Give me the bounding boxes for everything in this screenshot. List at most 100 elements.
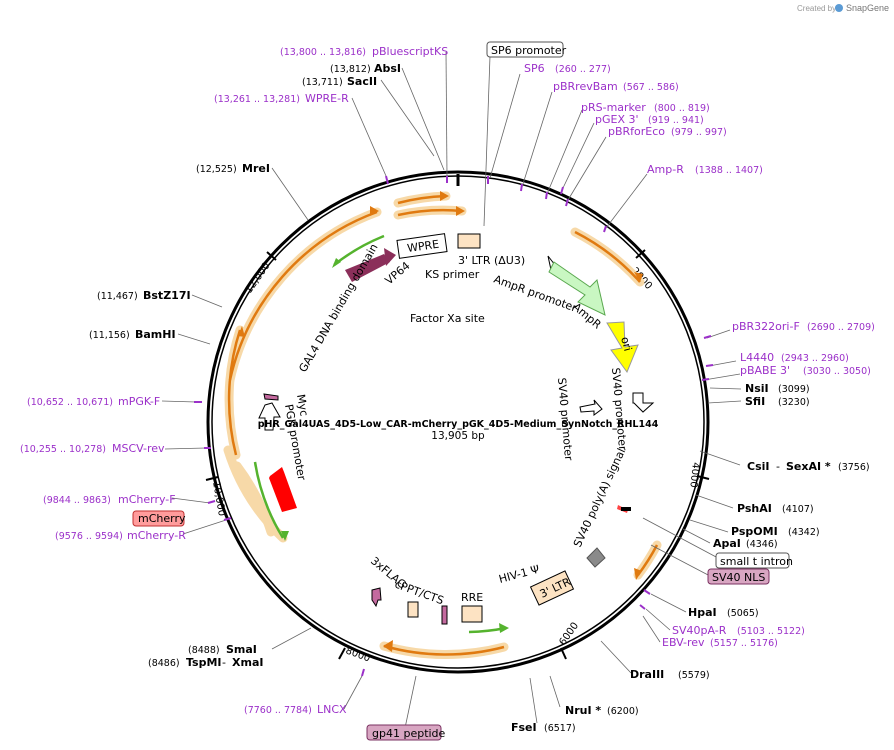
label-apai: ApaI [713, 537, 741, 550]
sv40-promoter-arrow-1 [632, 392, 655, 413]
cppt-box [407, 601, 419, 618]
label-l4440: L4440 [740, 351, 774, 364]
svg-text:-: - [776, 460, 780, 473]
rre-box [461, 605, 483, 623]
feature-sv40-promoter-1: SV40 promoter [609, 367, 629, 451]
label-gp41: gp41 peptide [372, 727, 446, 740]
label-range-lncx: (7760 .. 7784) [244, 705, 312, 716]
label-coord-sfii: (3230) [778, 397, 810, 408]
label-mrei: MreI [242, 162, 270, 175]
label-ebv-rev: EBV-rev [662, 636, 705, 649]
feature-factor-xa: Factor Xa site [410, 312, 485, 325]
label-range-pbrrevbam: (567 .. 586) [623, 82, 679, 93]
label-csii: CsiI [747, 460, 769, 473]
pgk-promoter-arrow [258, 402, 281, 431]
label-lncx: LNCX [317, 703, 347, 716]
label-bstz17i: BstZ17I [143, 289, 191, 302]
label-range-pgex3: (919 .. 941) [648, 115, 704, 126]
label-coord-smai: (8488) [188, 645, 220, 656]
label-pshai: PshAI [737, 502, 772, 515]
label-sv40pa-r: SV40pA-R [672, 624, 727, 637]
gp41-box [366, 724, 442, 741]
label-range-amp-r: (1388 .. 1407) [695, 165, 763, 176]
plasmid-length: 13,905 bp [431, 430, 485, 442]
feature-sv40-polya: SV40 poly(A) signal [571, 446, 628, 549]
label-range-prs-marker: (800 .. 819) [654, 103, 710, 114]
label-sp6-promoter: SP6 promoter [491, 44, 567, 57]
myc-marker [263, 393, 279, 401]
label-range-wpre-r: (13,261 .. 13,281) [214, 94, 300, 105]
label-coord-bstz17i: (11,467) [97, 291, 138, 302]
label-sfii: SfiI [745, 395, 765, 408]
arrowheads [238, 191, 643, 652]
label-sexai: SexAI * [786, 460, 831, 473]
mcherry-box [132, 510, 185, 527]
leader-lines-left [161, 51, 448, 729]
label-absi: AbsI [374, 62, 401, 75]
feature-3xflag: 3xFLAG [368, 554, 409, 591]
label-coord-tspmi: (8486) [148, 658, 180, 669]
leader-lines-right [483, 55, 742, 724]
label-range-ebv-rev: (5157 .. 5176) [710, 638, 778, 649]
label-coord-nsii: (3099) [778, 384, 810, 395]
sv40-promoter-arrow-2 [579, 399, 603, 416]
label-pbabe3: pBABE 3' [740, 364, 790, 377]
label-mpgk-f: mPGK-F [118, 395, 160, 408]
label-sacii: SacII [347, 75, 377, 88]
feature-ori: ori [618, 335, 634, 352]
label-coord-bamhi: (11,156) [89, 330, 130, 341]
label-range-pbrforeco: (979 .. 997) [671, 127, 727, 138]
label-bamhi: BamHI [135, 328, 176, 341]
small-t-intron-marker [621, 507, 631, 511]
plasmid-name: pHR_Gal4UAS_4D5-Low_CAR-mCherry_pGK_4D5-… [258, 419, 659, 430]
ltr-box [457, 233, 481, 249]
primer-marks [194, 175, 714, 677]
label-mscv-rev: MSCV-rev [112, 442, 165, 455]
tick-label-10000: 10,000 [210, 481, 227, 517]
label-coord-hpai: (5065) [727, 608, 759, 619]
backbone-outer [206, 170, 710, 674]
vp64-arrow [384, 248, 396, 266]
label-range-mcherry-f: (9844 .. 9863) [43, 495, 111, 506]
label-coord-nrui: (6200) [607, 706, 639, 717]
sp6-promoter-box [486, 41, 564, 58]
feature-3ltr-du3: 3' LTR (ΔU3) [458, 254, 525, 267]
brand-text: SnapGene [846, 3, 889, 13]
sv40-nls-box [707, 568, 770, 585]
snapgene-logo: SnapGene [835, 3, 889, 13]
feature-rre: RRE [461, 591, 483, 604]
label-mcherry-r: mCherry-R [127, 529, 186, 542]
3xflag-marker [371, 587, 382, 608]
label-mcherry: mCherry [138, 512, 186, 525]
label-pbr322ori-f: pBR322ori-F [732, 320, 800, 333]
label-nsii: NsiI [745, 382, 769, 395]
label-pbrrevbam: pBRrevBam [553, 80, 618, 93]
label-range-pbr322ori-f: (2690 .. 2709) [807, 322, 875, 333]
label-range-pbluescriptks: (13,800 .. 13,816) [280, 47, 366, 58]
label-sv40-nls: SV40 NLS [712, 571, 765, 584]
label-pspomi: PspOMI [731, 525, 778, 538]
feature-myc: Myc [294, 393, 311, 417]
gal4-arrow [345, 254, 390, 282]
credit-text: Created by [797, 4, 836, 13]
small-t-intron-box [715, 552, 790, 569]
label-draiii: DraIII [630, 668, 664, 681]
label-pbluescriptks: pBluescriptKS [372, 45, 448, 58]
tick-label-6000: 6000 [557, 621, 581, 648]
label-wpre-r: WPRE-R [305, 92, 349, 105]
label-range-sv40pa-r: (5103 .. 5122) [737, 626, 805, 637]
label-fsei: FseI [511, 721, 537, 734]
label-coord-mrei: (12,525) [196, 164, 237, 175]
label-range-sp6: (260 .. 277) [555, 64, 611, 75]
label-range-mpgk-f: (10,652 .. 10,671) [27, 397, 113, 408]
label-coord-pspomi: (4342) [788, 527, 820, 538]
tick-marks [205, 249, 710, 660]
tick-label-4000: 4000 [687, 462, 701, 488]
label-pgex3: pGEX 3' [595, 113, 639, 126]
feature-wpre: WPRE [406, 238, 440, 255]
label-pbrforeco: pBRforEco [608, 125, 665, 138]
label-range-pbabe3: (3030 .. 3050) [803, 366, 871, 377]
label-coord-fsei: (6517) [544, 723, 576, 734]
label-range-l4440: (2943 .. 2960) [781, 353, 849, 364]
